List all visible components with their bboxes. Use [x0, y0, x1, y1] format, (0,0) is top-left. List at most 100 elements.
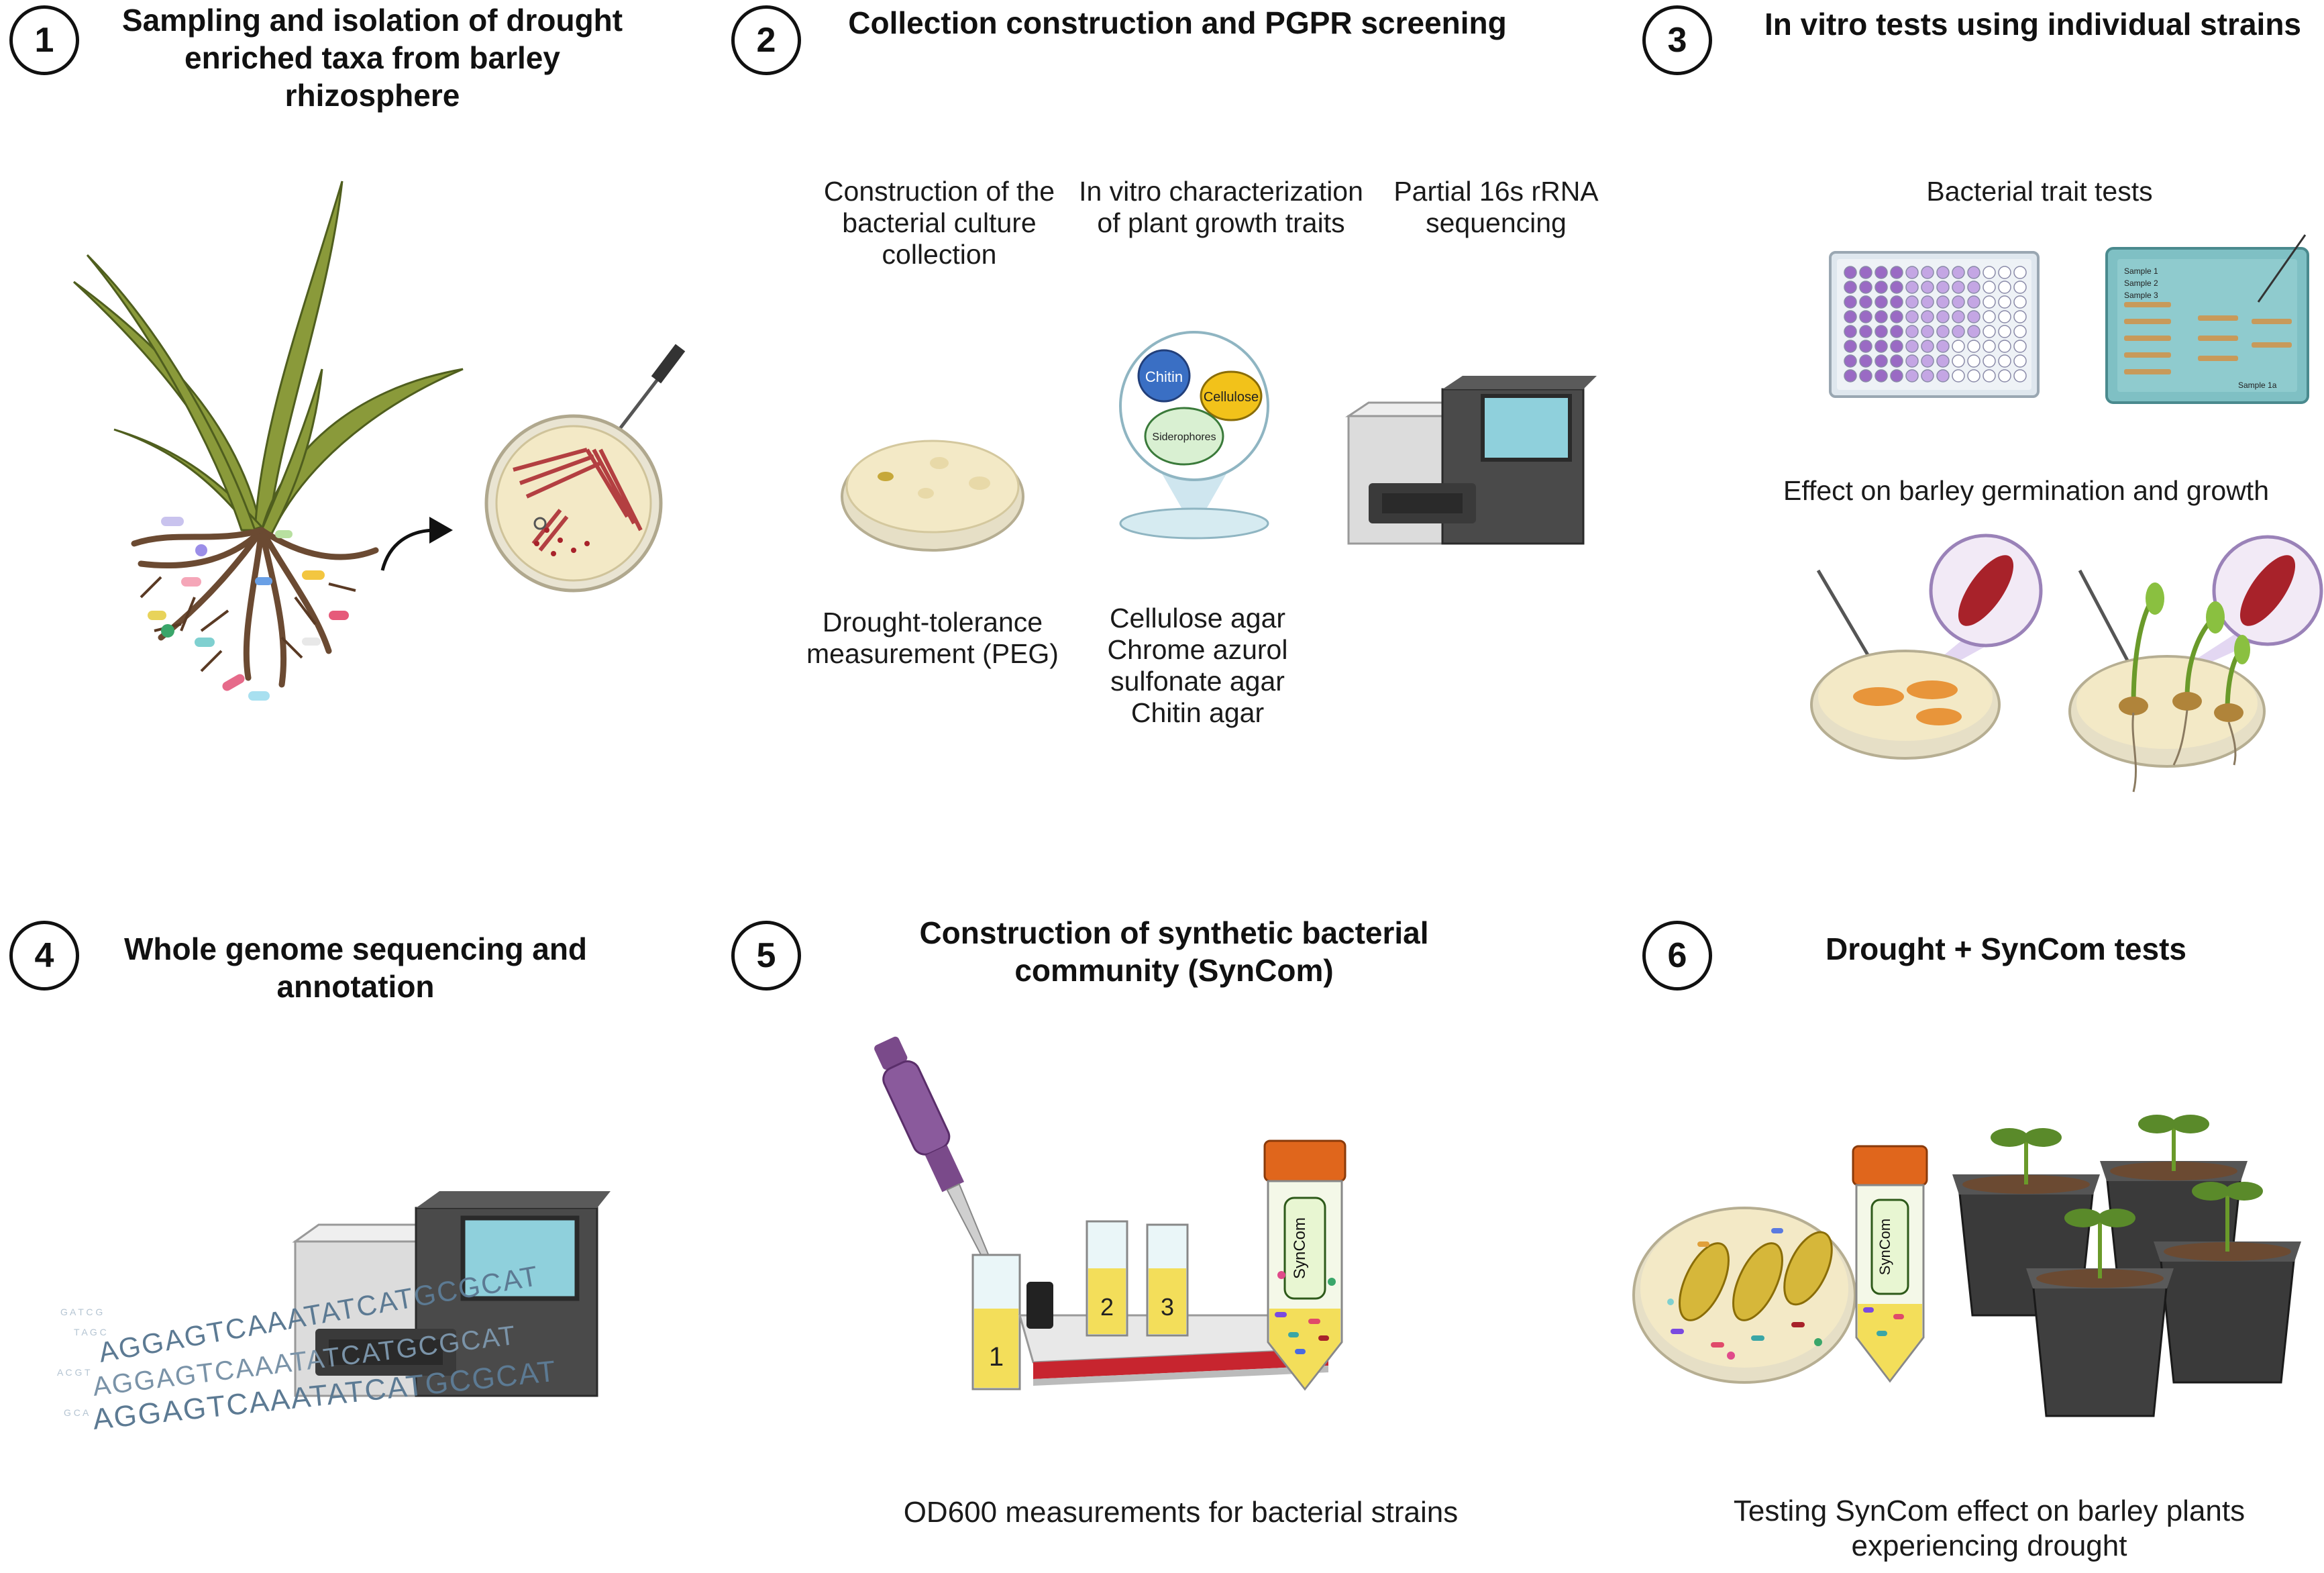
well	[1844, 369, 1857, 383]
plant-pots-illustration	[1952, 1115, 2301, 1417]
well	[1967, 281, 1980, 294]
well	[1952, 354, 1965, 368]
well	[1967, 354, 1980, 368]
agar-media-label: Cellulose agar Chrome azurol sulfonate a…	[1073, 603, 1322, 729]
well	[1859, 325, 1872, 338]
well	[2013, 266, 2027, 279]
well	[1859, 310, 1872, 323]
caption-line: Testing SynCom effect on barley plants	[1733, 1494, 2246, 1527]
well	[1998, 266, 2011, 279]
label-line: bacterial culture	[842, 207, 1037, 238]
drought-tolerance-label: Drought-tolerance measurement (PEG)	[798, 607, 1067, 670]
germination-dish-seeds-illustration	[1810, 534, 2043, 760]
well	[1936, 310, 1950, 323]
well	[1844, 266, 1857, 279]
title-line: Whole genome sequencing and	[123, 931, 588, 966]
label-line: Construction of the	[823, 176, 1055, 207]
step-6-number: 6	[1642, 921, 1712, 991]
syncom-tube-step6-illustration: SynCom	[1852, 1145, 1928, 1383]
cuvette-2-label: 2	[1100, 1293, 1114, 1321]
well	[1967, 369, 1980, 383]
barley-plant-illustration	[72, 181, 464, 701]
label-line: Partial 16s rRNA	[1393, 176, 1599, 207]
sequencing-label: Partial 16s rRNA sequencing	[1382, 176, 1610, 239]
well	[1844, 340, 1857, 353]
well	[1859, 354, 1872, 368]
well	[1844, 354, 1857, 368]
well	[1952, 295, 1965, 309]
step-4-title: Whole genome sequencing and annotation	[94, 930, 617, 1005]
gel-sample-1: Sample 1	[2124, 266, 2158, 276]
step-1-title: Sampling and isolation of drought enrich…	[87, 1, 657, 114]
well	[1983, 325, 1996, 338]
well	[1998, 310, 2011, 323]
cuvette-3-label: 3	[1161, 1293, 1174, 1321]
siderophores-circle	[1144, 407, 1224, 466]
well	[1890, 266, 1903, 279]
chitin-text: Chitin	[1145, 368, 1183, 385]
cellulose-text: Cellulose	[1204, 390, 1259, 405]
well	[1905, 369, 1919, 383]
well	[1952, 325, 1965, 338]
title-line: community (SynCom)	[1014, 953, 1334, 988]
gel-sample-2: Sample 2	[2124, 278, 2158, 288]
svg-text:G C A: G C A	[64, 1407, 89, 1418]
genome-sequencer-illustration	[292, 1191, 611, 1397]
well	[1921, 295, 1934, 309]
title-line: rhizosphere	[284, 78, 460, 113]
well	[1936, 266, 1950, 279]
dna-sequence-illustration: AGGAGTCAAATATCATGCGCAT AGGAGTCAAATATCATG…	[57, 1260, 558, 1436]
well	[1998, 340, 2011, 353]
well	[1890, 295, 1903, 309]
label-line: Drought-tolerance	[822, 607, 1043, 638]
well	[1921, 325, 1934, 338]
well	[1983, 340, 1996, 353]
well	[1874, 340, 1888, 353]
well	[1890, 369, 1903, 383]
step-5-number: 5	[731, 921, 801, 991]
well	[1998, 369, 2011, 383]
well	[1952, 369, 1965, 383]
well	[1936, 325, 1950, 338]
well	[1844, 295, 1857, 309]
well	[1936, 369, 1950, 383]
collection-label: Construction of the bacterial culture co…	[805, 176, 1073, 270]
well	[1936, 354, 1950, 368]
well	[1905, 354, 1919, 368]
svg-text:T A G C: T A G C	[74, 1327, 107, 1337]
title-line: Sampling and isolation of drought	[121, 3, 623, 38]
gel-electrophoresis-illustration: Sample 1 Sample 2 Sample 3 Sample 1a	[2105, 234, 2309, 404]
well	[1983, 295, 1996, 309]
trait-magnifier-illustration: Chitin Cellulose Siderophores	[1119, 331, 1269, 540]
label-line: Cellulose agar	[1109, 603, 1286, 633]
syncom-tube-step6-label: SynCom	[1877, 1219, 1893, 1275]
well	[1859, 281, 1872, 294]
well	[1983, 310, 1996, 323]
step-2-title: Collection construction and PGPR screeni…	[812, 4, 1543, 42]
well	[2013, 354, 2027, 368]
well	[1921, 354, 1934, 368]
well	[1844, 281, 1857, 294]
sequencer-instrument-illustration	[1345, 376, 1597, 545]
well	[1890, 325, 1903, 338]
well	[1890, 281, 1903, 294]
well	[1983, 266, 1996, 279]
well	[1952, 310, 1965, 323]
step-1-number: 1	[9, 5, 79, 75]
step-3-title: In vitro tests using individual strains	[1744, 5, 2321, 43]
well	[1936, 281, 1950, 294]
well	[1874, 354, 1888, 368]
well	[1967, 340, 1980, 353]
svg-text:A C G T: A C G T	[57, 1367, 91, 1378]
well	[1890, 354, 1903, 368]
step-6-title: Drought + SynCom tests	[1771, 930, 2241, 968]
well	[1905, 295, 1919, 309]
gel-sample-3: Sample 3	[2124, 291, 2158, 300]
arrow-icon	[380, 517, 453, 571]
title-line: Construction of synthetic bacterial	[919, 915, 1429, 950]
well	[1983, 354, 1996, 368]
well	[1936, 295, 1950, 309]
label-line: sequencing	[1426, 207, 1567, 238]
well	[1890, 310, 1903, 323]
well	[1859, 295, 1872, 309]
